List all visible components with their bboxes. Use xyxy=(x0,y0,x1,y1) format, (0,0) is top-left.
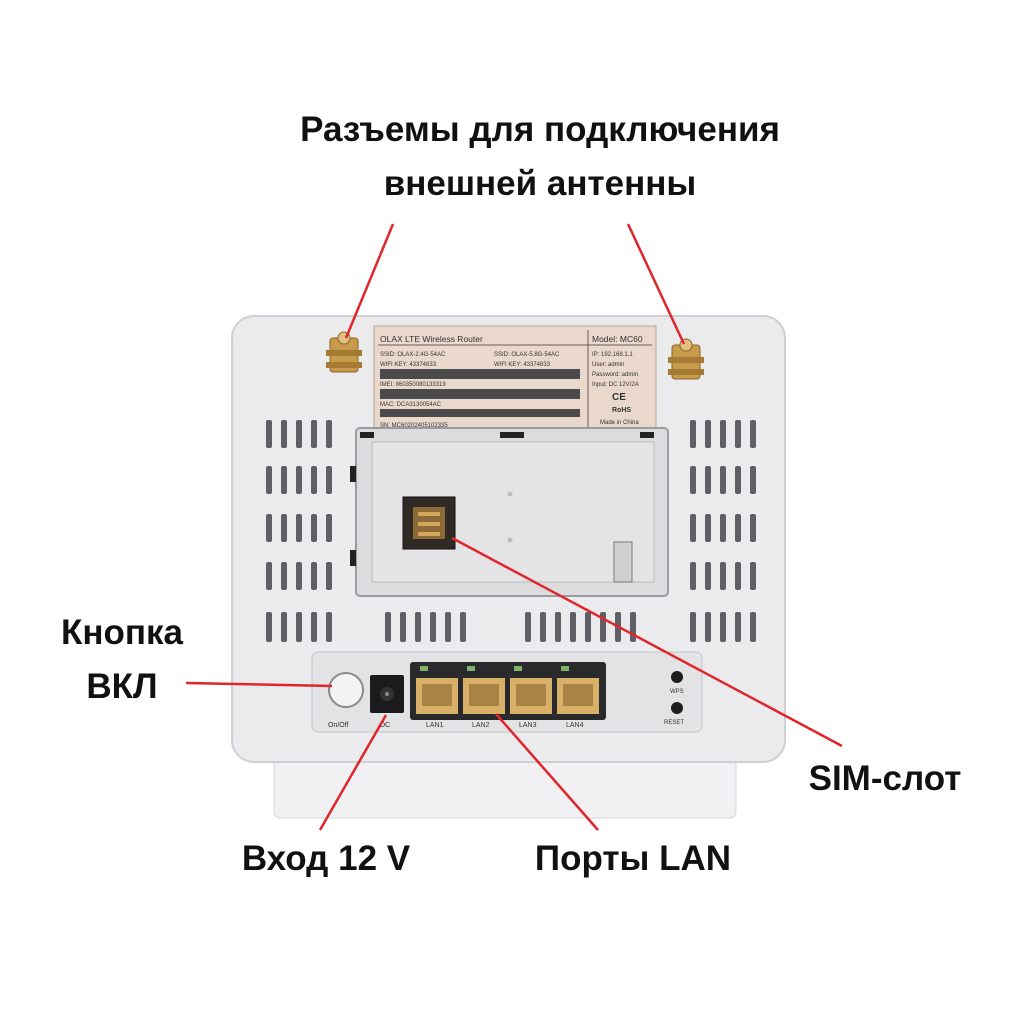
pointer-antenna-right xyxy=(626,223,686,345)
port-label-reset: RESET xyxy=(664,720,684,726)
dc-jack[interactable] xyxy=(370,675,404,713)
power-button-callout: Кнопка ВКЛ xyxy=(32,606,212,715)
port-label-lan2: LAN2 xyxy=(472,722,490,729)
barcode-1 xyxy=(380,369,580,379)
label-rohs: RoHS xyxy=(612,407,631,414)
port-label-lan3: LAN3 xyxy=(519,722,537,729)
pointer-power xyxy=(185,681,333,688)
label-sn: SN: MC60202405102335 xyxy=(380,423,448,429)
device-label-sticker: OLAX LTE Wireless Router Model: MC60 SSI… xyxy=(373,325,657,435)
lan-port-4[interactable] xyxy=(557,666,599,714)
vents-right xyxy=(690,420,756,642)
reset-button[interactable] xyxy=(671,702,683,714)
label-brand: OLAX LTE Wireless Router xyxy=(380,334,483,344)
port-label-lan1: LAN1 xyxy=(426,722,444,729)
sim-slot[interactable] xyxy=(402,496,456,550)
label-mac: MAC: DCA3130054AC xyxy=(380,402,442,408)
port-label-dc: DC xyxy=(380,722,390,729)
antenna-connector-left xyxy=(326,331,362,373)
vents-left xyxy=(266,420,332,642)
label-ssid-5: SSID: OLAX-5.8G-54AC xyxy=(494,352,560,358)
label-model: Model: MC60 xyxy=(592,334,643,344)
pointer-lan xyxy=(495,713,599,831)
pointer-lines xyxy=(185,223,843,831)
antenna-callout-line2: внешней антенны xyxy=(383,164,697,204)
label-wifi-key-1: WIFI KEY: 43374833 xyxy=(380,362,437,368)
power-button[interactable] xyxy=(328,672,364,708)
sim-compartment xyxy=(350,427,669,597)
pointer-antenna-left xyxy=(344,223,395,339)
label-password: Password: admin xyxy=(592,372,638,378)
power-callout-line2: ВКЛ xyxy=(86,667,158,707)
wps-button[interactable] xyxy=(671,671,683,683)
barcode-2 xyxy=(380,389,580,399)
port-label-wps: WPS xyxy=(670,689,684,695)
label-imei: IMEI: 860350080133319 xyxy=(380,382,446,388)
port-label-onoff: On/Off xyxy=(328,722,349,729)
dc-input-callout: Вход 12 V xyxy=(241,839,411,878)
label-made-in: Made in China xyxy=(600,420,639,426)
lan-port-1[interactable] xyxy=(416,666,458,714)
antenna-connectors-callout: Разъемы для подключения внешней антенны xyxy=(190,103,890,212)
port-label-lan4: LAN4 xyxy=(566,722,584,729)
label-ip: IP: 192.168.1.1 xyxy=(592,352,633,358)
antenna-callout-line1: Разъемы для подключения xyxy=(300,110,780,149)
pointer-sim xyxy=(451,536,843,748)
antenna-connector-right xyxy=(668,338,704,380)
label-wifi-key-2: WIFI KEY: 43374833 xyxy=(494,362,551,368)
label-input: Input: DC 12V/2A xyxy=(592,382,639,388)
pointer-dc xyxy=(318,714,388,831)
lan-ports-callout: Порты LAN xyxy=(534,839,732,878)
lan-port-3[interactable] xyxy=(510,666,552,714)
lan-port-2[interactable] xyxy=(463,666,505,714)
label-user: User: admin xyxy=(592,362,624,368)
sim-slot-callout: SIM-слот xyxy=(808,759,962,798)
label-ce: CE xyxy=(612,392,626,403)
power-callout-line1: Кнопка xyxy=(60,613,183,652)
label-ssid-24: SSID: OLAX-2.4G-54AC xyxy=(380,352,446,358)
barcode-3 xyxy=(380,409,580,417)
